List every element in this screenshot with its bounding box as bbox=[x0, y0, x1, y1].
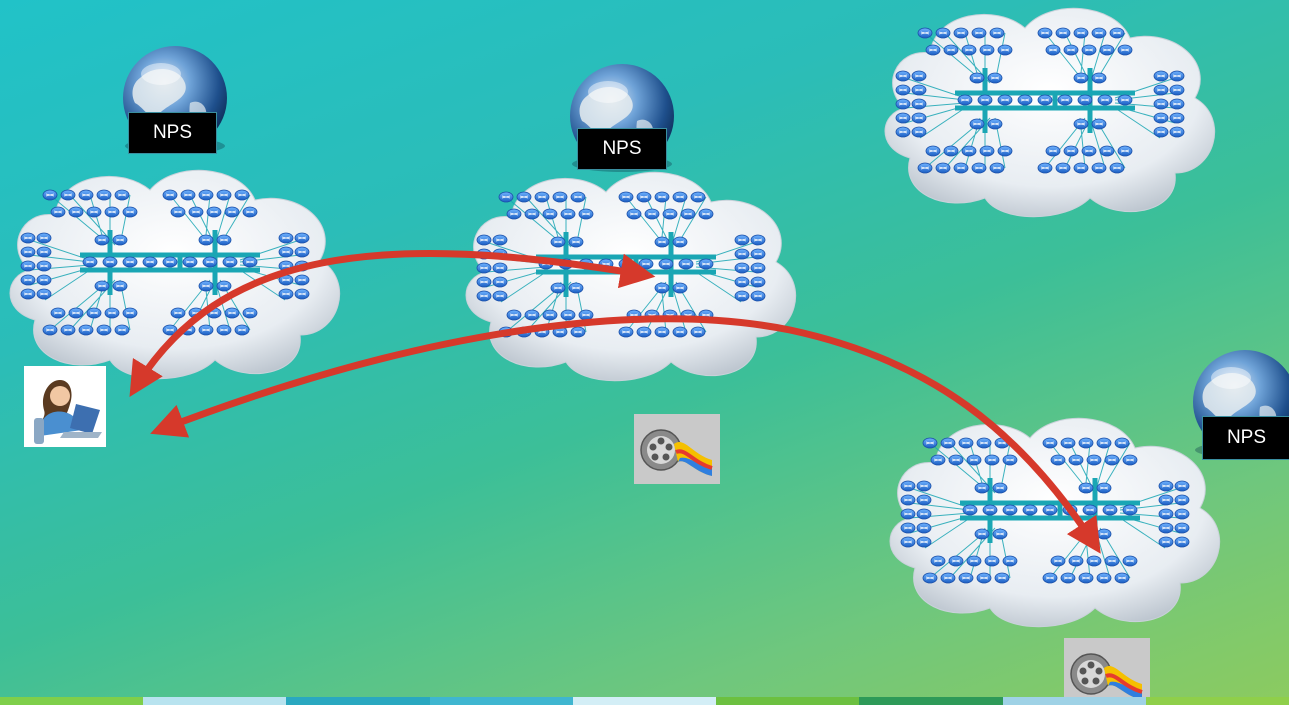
network-cloud-1 bbox=[10, 170, 340, 378]
film-reel-icon bbox=[632, 412, 722, 486]
nps-label: NPS bbox=[577, 128, 667, 170]
network-cloud-4 bbox=[890, 418, 1220, 626]
footer-color-strip bbox=[0, 697, 1289, 705]
network-cloud-2 bbox=[466, 172, 796, 380]
nps-label: NPS bbox=[128, 112, 217, 154]
traffic-arrows bbox=[129, 250, 1101, 554]
arrow-user-to-cloud-4 bbox=[150, 315, 1101, 554]
film-reel-icon bbox=[1062, 636, 1152, 705]
nps-label: NPS bbox=[1202, 416, 1289, 460]
network-cloud-3 bbox=[885, 8, 1215, 216]
arrow-user-to-cloud-2 bbox=[129, 250, 656, 397]
user-laptop-icon bbox=[24, 366, 106, 447]
